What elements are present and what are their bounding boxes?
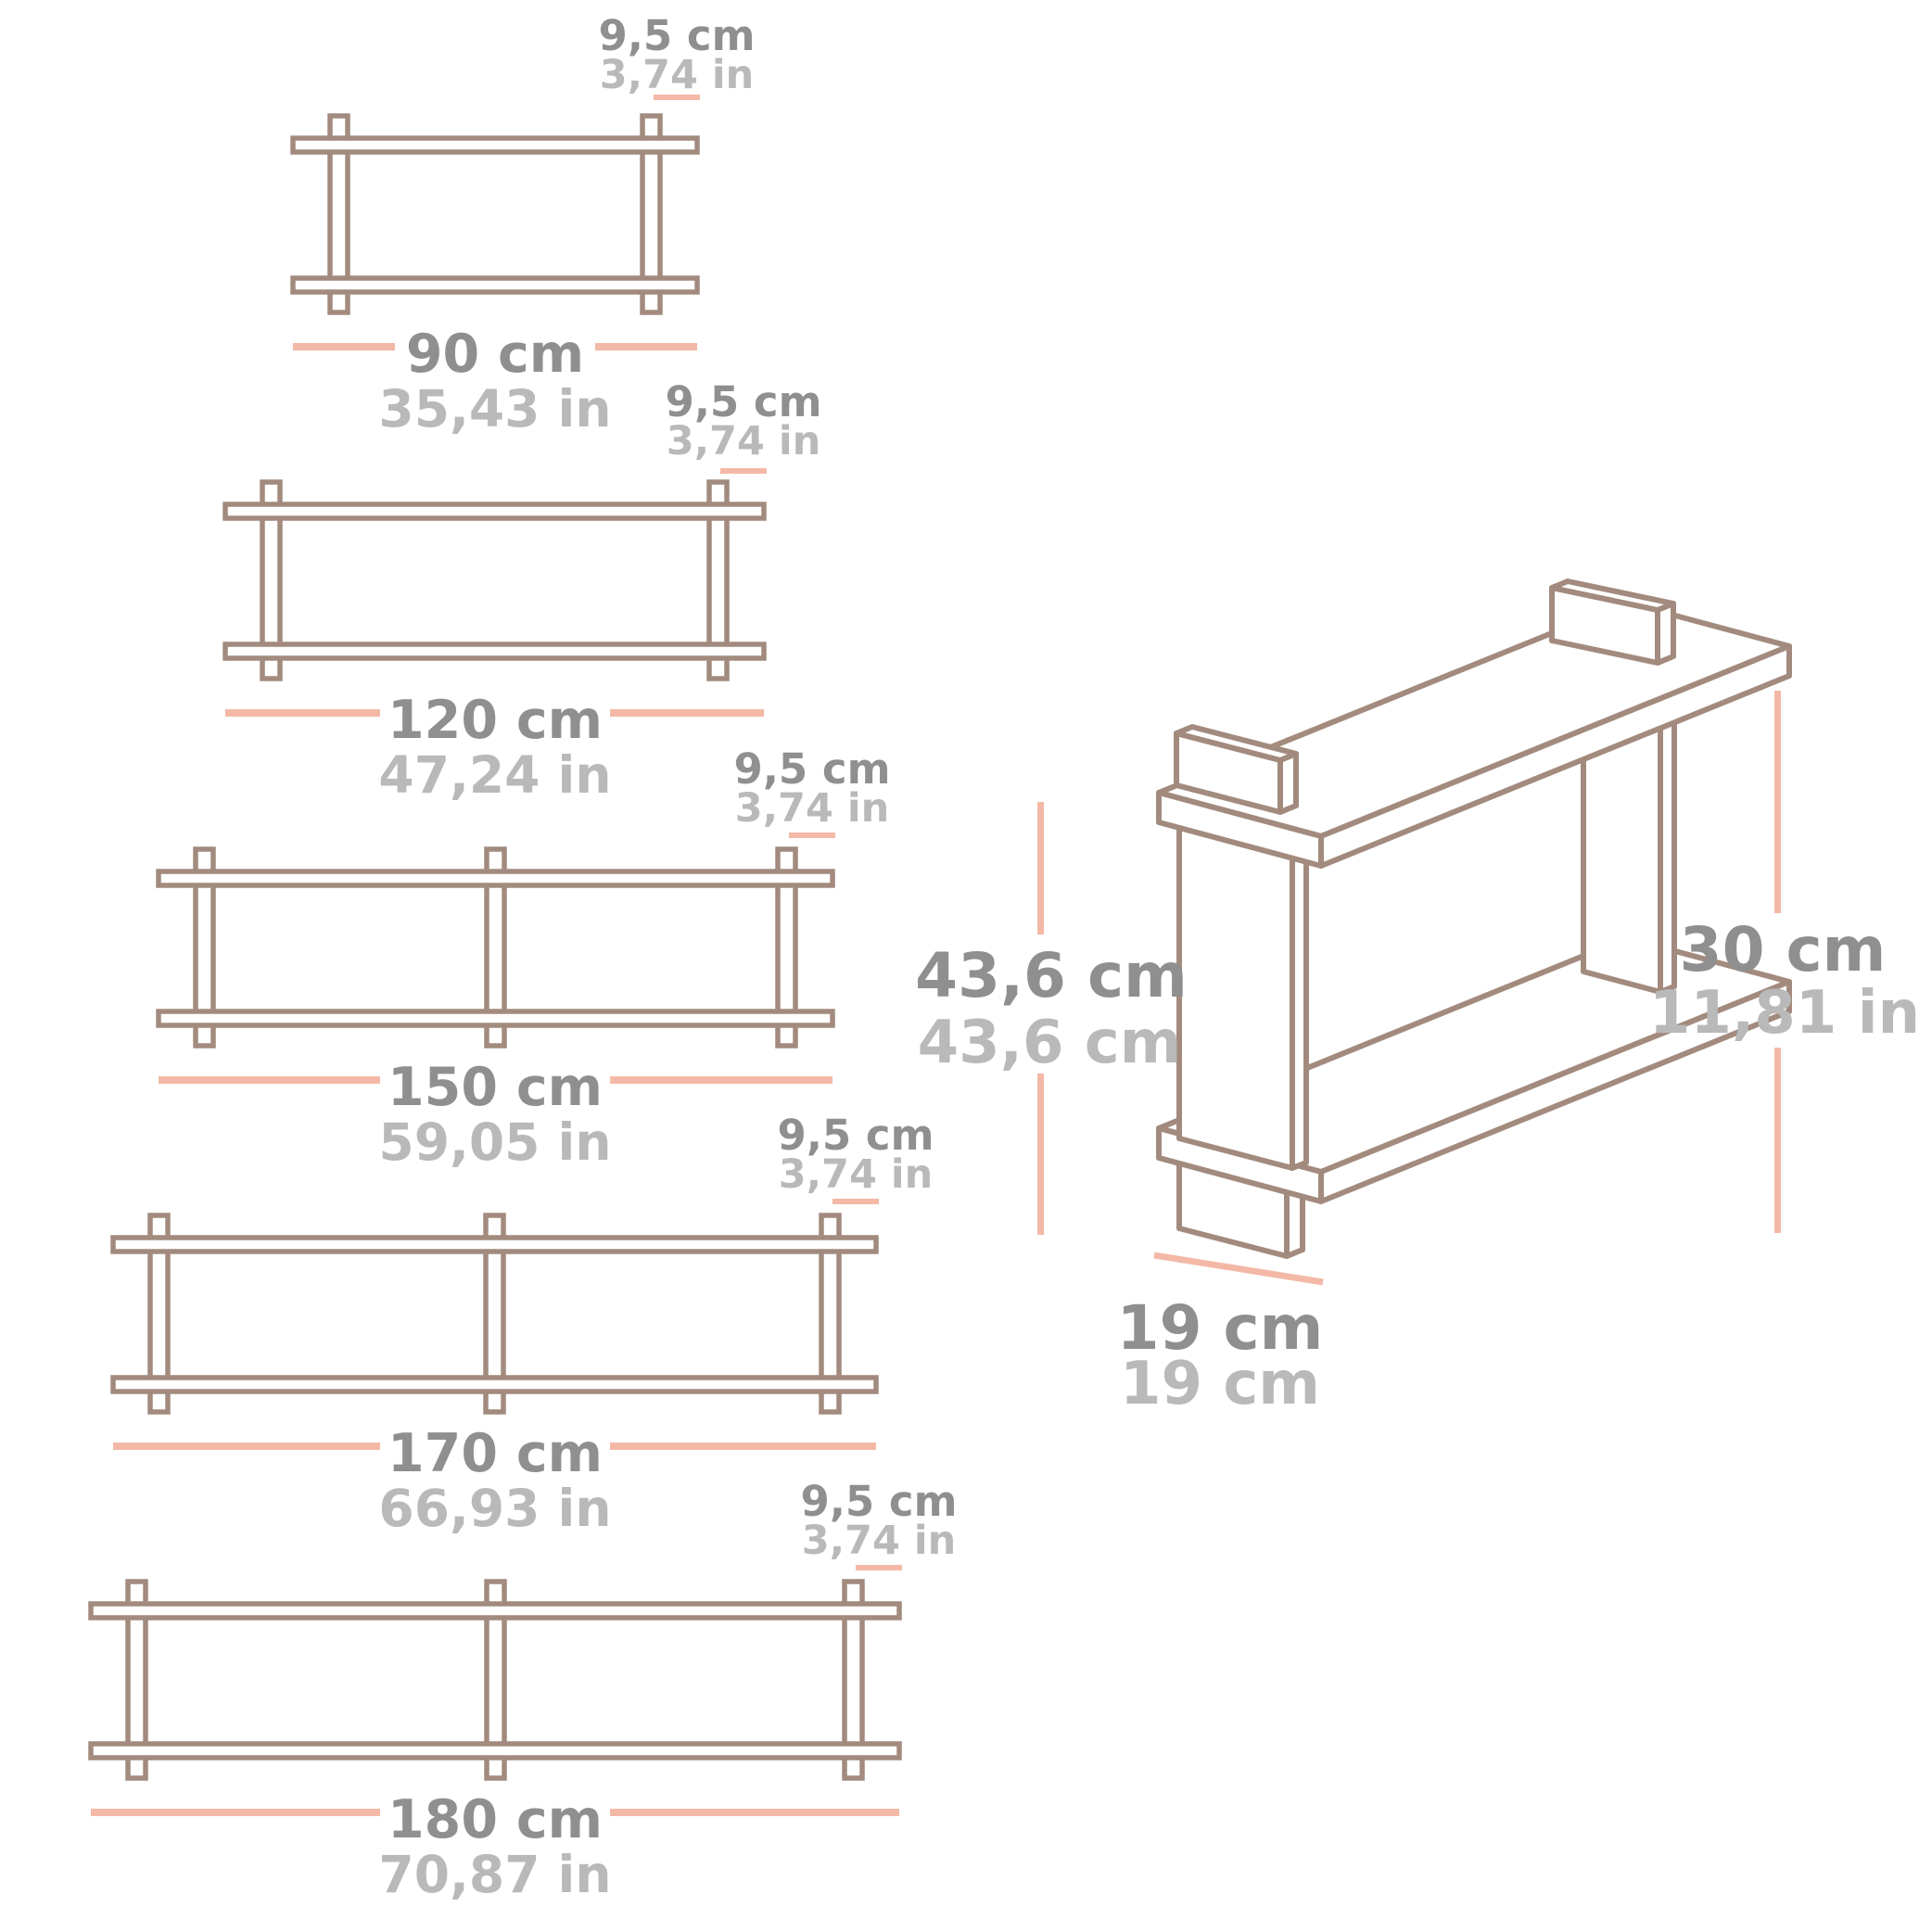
right-wall-bracket-top bbox=[1549, 578, 1676, 613]
depth-label-150-in: 3,74 in bbox=[734, 785, 890, 832]
shelf-170-front-view bbox=[110, 1213, 879, 1415]
depth-label-120-cm: 9,5 cm bbox=[665, 377, 822, 426]
depth-tick-180 bbox=[856, 1565, 902, 1570]
iso-depth-cm: 19 cm bbox=[1116, 1292, 1324, 1364]
width-dash-right-180 bbox=[610, 1809, 899, 1816]
width-label-150-cm: 150 cm bbox=[387, 1057, 604, 1118]
width-dash-left-90 bbox=[293, 343, 395, 350]
width-label-170-in: 66,93 in bbox=[378, 1479, 612, 1538]
width-label-150-in: 59,05 in bbox=[378, 1112, 612, 1172]
top-shelf-board bbox=[110, 1235, 879, 1254]
iso-total-height-cm-secondary: 43,6 cm bbox=[917, 1009, 1182, 1077]
depth-label-170-cm: 9,5 cm bbox=[777, 1111, 934, 1160]
shelf-150-front-view bbox=[156, 846, 835, 1049]
depth-label-150-cm: 9,5 cm bbox=[733, 744, 891, 794]
left-wall-bracket-top bbox=[1174, 724, 1299, 763]
depth-label-180-in: 3,74 in bbox=[801, 1518, 957, 1564]
wall-bracket-post bbox=[484, 846, 507, 1049]
depth-tick-170 bbox=[833, 1199, 879, 1204]
width-dash-right-170 bbox=[610, 1443, 876, 1450]
depth-dimension-line bbox=[1153, 1252, 1324, 1286]
depth-tick-90 bbox=[654, 95, 700, 100]
depth-label-120-in: 3,74 in bbox=[666, 418, 821, 464]
depth-tick-120 bbox=[720, 468, 767, 474]
top-shelf-board bbox=[290, 135, 700, 155]
wall-bracket-post bbox=[125, 1579, 148, 1781]
width-dash-left-150 bbox=[159, 1076, 380, 1084]
width-dash-right-90 bbox=[595, 343, 697, 350]
top-shelf-board bbox=[222, 502, 767, 521]
left-panel-edge bbox=[1290, 837, 1309, 1171]
top-board-end-face bbox=[1156, 790, 1324, 869]
shelf-90-front-view bbox=[290, 113, 700, 315]
left-wall-bracket-side bbox=[1277, 751, 1299, 815]
wall-bracket-post bbox=[842, 1579, 865, 1781]
wall-bracket-post bbox=[327, 113, 350, 315]
bottom-shelf-board bbox=[110, 1375, 879, 1394]
width-label-170-cm: 170 cm bbox=[387, 1423, 604, 1484]
iso-shelf-height-in: 11,81 in bbox=[1648, 979, 1921, 1048]
top-shelf-board bbox=[156, 869, 835, 888]
iso-depth-cm-secondary: 19 cm bbox=[1120, 1350, 1320, 1418]
right-wall-bracket-side bbox=[1655, 601, 1676, 666]
depth-label-90-in: 3,74 in bbox=[599, 52, 755, 98]
width-dash-right-120 bbox=[610, 709, 764, 717]
wall-bracket-post bbox=[193, 846, 216, 1049]
wall-bracket-post bbox=[640, 113, 663, 315]
depth-tick-150 bbox=[789, 833, 835, 838]
wall-bracket-post bbox=[484, 1579, 507, 1781]
width-dash-right-150 bbox=[610, 1076, 833, 1084]
width-label-90-in: 35,43 in bbox=[378, 379, 612, 439]
iso-total-height-cm: 43,6 cm bbox=[915, 940, 1188, 1011]
shelf-180-front-view bbox=[88, 1579, 902, 1781]
total-height-dimension-line-upper bbox=[1037, 802, 1044, 934]
depth-label-90-cm: 9,5 cm bbox=[598, 11, 756, 60]
bottom-shelf-board bbox=[88, 1741, 902, 1760]
middle-panel-edge bbox=[1658, 703, 1677, 995]
width-dash-left-180 bbox=[91, 1809, 380, 1816]
height-dimension-line-lower bbox=[1774, 1048, 1781, 1233]
width-label-120-in: 47,24 in bbox=[378, 745, 612, 805]
bottom-shelf-board bbox=[156, 1009, 835, 1028]
wall-bracket-post bbox=[260, 479, 283, 681]
height-dimension-line-upper bbox=[1774, 691, 1781, 913]
wall-bracket-post bbox=[775, 846, 798, 1049]
width-dash-left-170 bbox=[113, 1443, 380, 1450]
width-label-180-in: 70,87 in bbox=[378, 1845, 612, 1904]
depth-label-180-cm: 9,5 cm bbox=[800, 1477, 958, 1526]
width-dash-left-120 bbox=[225, 709, 380, 717]
total-height-dimension-line-lower bbox=[1037, 1074, 1044, 1235]
wall-bracket-post bbox=[819, 1213, 842, 1415]
wall-bracket-post bbox=[706, 479, 730, 681]
top-shelf-board bbox=[88, 1601, 902, 1621]
shelf-120-front-view bbox=[222, 479, 767, 681]
width-label-180-cm: 180 cm bbox=[387, 1789, 604, 1850]
depth-label-170-in: 3,74 in bbox=[778, 1151, 934, 1198]
bottom-shelf-board bbox=[222, 642, 767, 661]
wall-bracket-post bbox=[147, 1213, 171, 1415]
width-label-120-cm: 120 cm bbox=[387, 690, 604, 751]
bottom-shelf-board bbox=[290, 275, 700, 295]
width-label-90-cm: 90 cm bbox=[405, 324, 585, 385]
left-panel-face bbox=[1176, 813, 1295, 1171]
wall-bracket-post bbox=[483, 1213, 506, 1415]
iso-shelf-height-cm: 30 cm bbox=[1679, 914, 1887, 985]
